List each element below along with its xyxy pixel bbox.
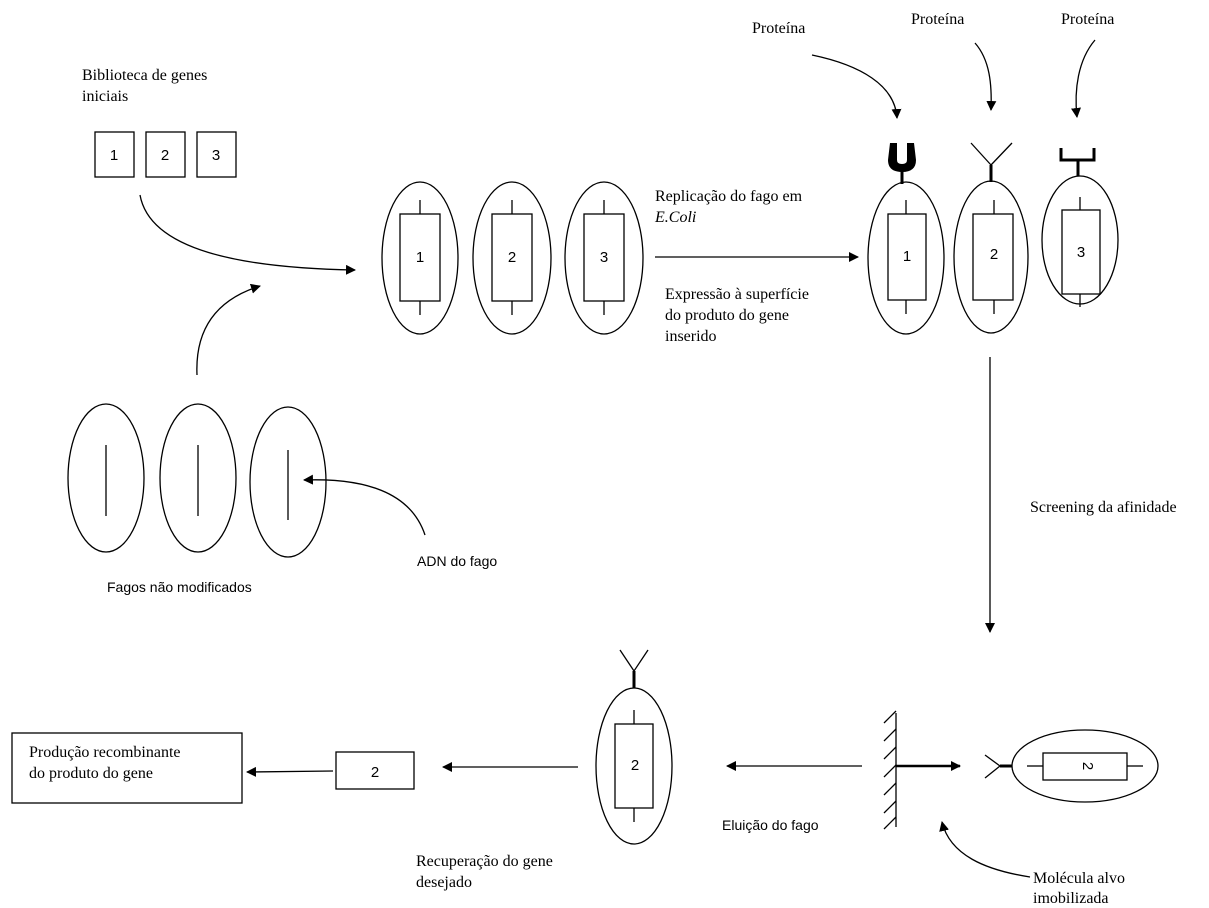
replication-text-line1: Replicação do fago em (655, 188, 803, 205)
production-arrow (247, 771, 333, 772)
production-label-line2: do produto do gene (29, 765, 153, 782)
phages-to-recombinant-arrow (197, 286, 260, 375)
recovery-label-line1: Recuperação do gene (416, 853, 553, 870)
immobilized-target: 2 (884, 711, 1158, 829)
gene-library: Biblioteca de genes iniciais 1 2 3 (82, 67, 236, 177)
recombinant-phage-1-label: 1 (416, 249, 424, 266)
protein-arrow-1 (812, 55, 897, 118)
u-shaped-protein-icon (888, 143, 916, 172)
expression-text-line2: do produto do gene (665, 307, 789, 324)
y-protein-right-arm (991, 143, 1012, 165)
protein-label-1: Proteína (752, 20, 805, 37)
target-molecule-arrow (942, 822, 1030, 877)
library-title-line1: Biblioteca de genes (82, 67, 207, 84)
display-phage-2-label: 2 (990, 246, 998, 263)
production-label-line1: Produção recombinante (29, 744, 181, 761)
protein-arrow-2 (975, 43, 991, 110)
display-phage-3-label: 3 (1077, 244, 1085, 261)
screening-label: Screening da afinidade (1030, 499, 1177, 516)
eluted-phage: 2 (596, 650, 672, 844)
recombinant-phage-2-label: 2 (508, 249, 516, 266)
replication-text-line2: E.Coli (654, 209, 696, 226)
recovery-label-line2: desejado (416, 874, 472, 891)
protein-label-3: Proteína (1061, 11, 1114, 28)
phage-dna-label: ADN do fago (417, 553, 497, 569)
library-gene-label-1: 1 (110, 147, 118, 164)
bound-phage-label: 2 (1079, 762, 1096, 770)
recombinant-phages: 1 2 3 (382, 182, 643, 334)
elution-label: Eluição do fago (722, 817, 819, 833)
expression-text-line1: Expressão à superfície (665, 286, 809, 303)
library-title-line2: iniciais (82, 88, 128, 105)
protein-label-2: Proteína (911, 11, 964, 28)
library-to-phages-arrow (140, 195, 355, 270)
library-gene-label-2: 2 (161, 147, 169, 164)
unmodified-phages (68, 404, 326, 557)
display-phages: 1 2 3 (868, 143, 1118, 334)
library-gene-label-3: 3 (212, 147, 220, 164)
expression-text-line3: inserido (665, 328, 717, 345)
phage-dna-arrow (304, 480, 425, 535)
recombinant-phage-3-label: 3 (600, 249, 608, 266)
y-protein-left-arm (971, 143, 991, 165)
protein-arrow-3 (1076, 40, 1095, 117)
unmodified-phages-label: Fagos não modificados (107, 579, 252, 595)
eluted-phage-label: 2 (631, 757, 639, 774)
target-label-line1: Molécula alvo (1033, 870, 1125, 887)
recovered-gene-label: 2 (371, 764, 379, 781)
display-phage-1-label: 1 (903, 248, 911, 265)
t-shaped-protein-icon (1061, 148, 1094, 160)
target-label-line2: imobilizada (1033, 890, 1109, 907)
